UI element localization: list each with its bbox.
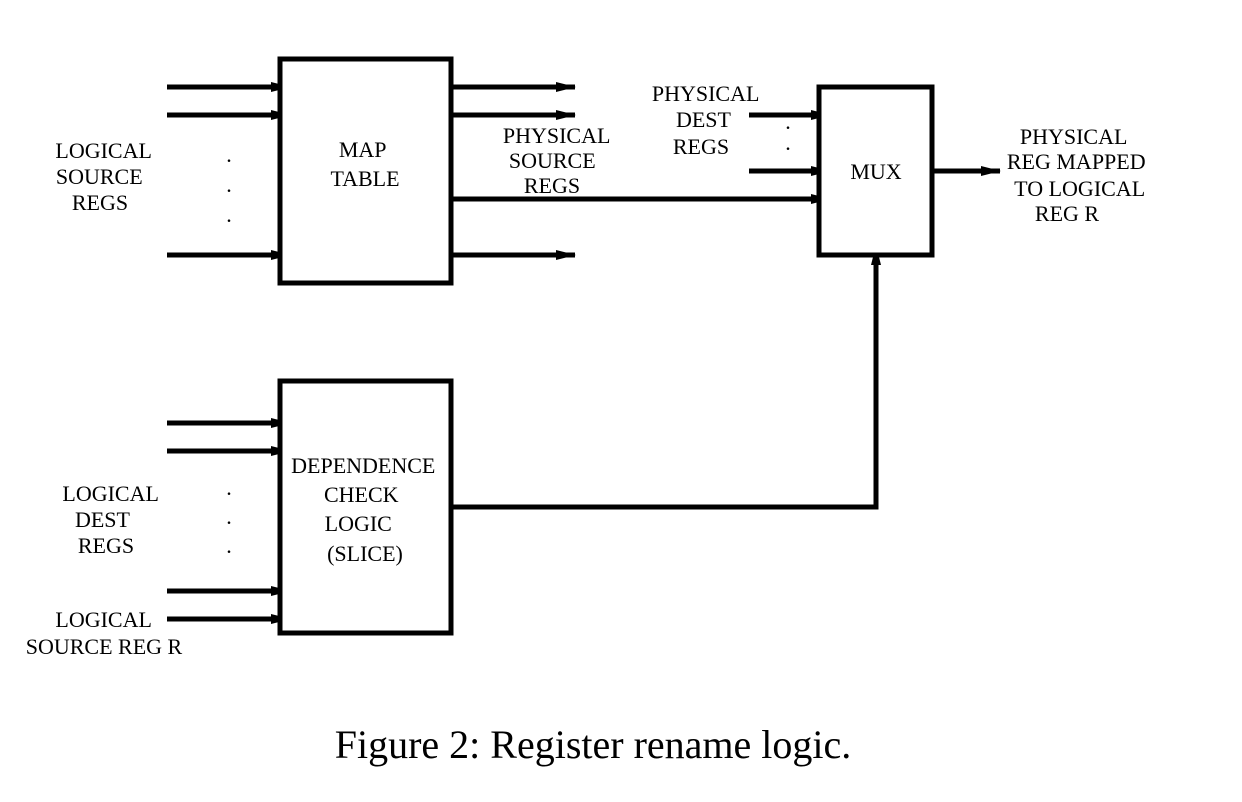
label-line: PHYSICAL <box>503 123 610 148</box>
mux-label: MUX <box>850 159 901 184</box>
mux-line: MUX <box>850 159 901 184</box>
logical-dest-regs-label: LOGICAL DEST REGS <box>62 481 163 558</box>
label-line: PHYSICAL <box>1020 124 1127 149</box>
ellipsis-dot: . <box>226 533 232 558</box>
label-line: DEST <box>676 107 732 132</box>
label-line: REGS <box>78 533 134 558</box>
physical-source-regs-label: PHYSICAL SOURCE REGS <box>503 123 615 198</box>
logical-source-reg-r-label: LOGICAL SOURCE REG R <box>26 607 183 659</box>
select-line-arrow <box>451 245 881 510</box>
label-line: SOURCE <box>509 148 596 173</box>
connection-lines <box>167 82 1001 624</box>
label-line: REG MAPPED <box>1007 149 1146 174</box>
ellipsis-dot: . <box>785 130 791 155</box>
map-table-line: TABLE <box>330 166 399 191</box>
dependence-check-label: DEPENDENCE CHECK LOGIC (SLICE) <box>291 453 441 566</box>
signal-labels: LOGICAL SOURCE REGS PHYSICAL SOURCE REGS… <box>26 81 1151 659</box>
label-line: TO LOGICAL <box>1014 176 1145 201</box>
label-line: REGS <box>673 134 729 159</box>
dependence-check-line: DEPENDENCE <box>291 453 435 478</box>
figure-caption: Figure 2: Register rename logic. <box>335 722 852 767</box>
label-line: SOURCE REG R <box>26 634 183 659</box>
blocks <box>277 56 935 636</box>
ellipsis-dot: . <box>226 142 232 167</box>
label-line: SOURCE <box>56 164 143 189</box>
label-line: DEST <box>75 507 131 532</box>
map-table-line: MAP <box>339 137 386 162</box>
physical-reg-mapped-label: PHYSICAL REG MAPPED TO LOGICAL REG R <box>1007 124 1151 226</box>
ellipsis-dots: . . . . . . . . <box>226 109 791 558</box>
label-line: PHYSICAL <box>652 81 759 106</box>
ellipsis-dot: . <box>226 202 232 227</box>
physical-dest-regs-label: PHYSICAL DEST REGS <box>652 81 764 159</box>
ellipsis-dot: . <box>785 109 791 134</box>
mux-block <box>816 84 935 258</box>
block-labels: MAP TABLE DEPENDENCE CHECK LOGIC (SLICE)… <box>291 137 902 566</box>
dependence-check-block <box>277 378 454 636</box>
ellipsis-dot: . <box>226 504 232 529</box>
label-line: REGS <box>72 190 128 215</box>
label-line: REG R <box>1035 201 1100 226</box>
label-line: REGS <box>524 173 580 198</box>
dependence-check-line: (SLICE) <box>327 541 403 566</box>
dependence-check-line: LOGIC <box>325 511 392 536</box>
logical-source-regs-label: LOGICAL SOURCE REGS <box>55 138 156 215</box>
ellipsis-dot: . <box>226 172 232 197</box>
dependence-check-line: CHECK <box>324 482 399 507</box>
label-line: LOGICAL <box>55 138 151 163</box>
map-table-label: MAP TABLE <box>330 137 399 191</box>
label-line: LOGICAL <box>62 481 158 506</box>
label-line: LOGICAL <box>55 607 151 632</box>
ellipsis-dot: . <box>226 475 232 500</box>
map-table-block <box>277 56 454 286</box>
